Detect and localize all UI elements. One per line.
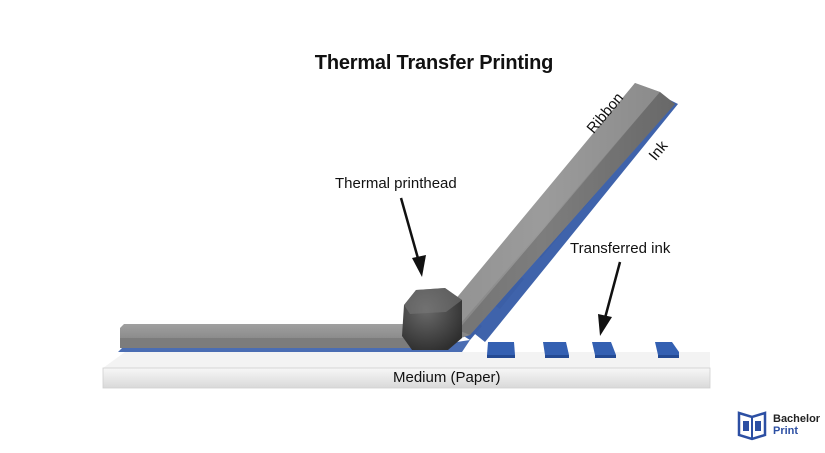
brand-line-1: Bachelor xyxy=(773,413,821,425)
thermal-printhead xyxy=(402,288,462,350)
transferred-ink-arrow xyxy=(598,261,622,336)
transferred-ink-block xyxy=(487,342,515,358)
ribbon-diagonal xyxy=(410,83,675,348)
transferred-ink-blocks xyxy=(487,342,679,358)
transferred-ink-block xyxy=(655,342,679,358)
label-medium-paper: Medium (Paper) xyxy=(393,369,501,386)
diagram-title: Thermal Transfer Printing xyxy=(314,52,554,74)
printhead-arrow xyxy=(399,197,426,277)
ribbon-horizontal xyxy=(120,324,412,348)
label-transferred-ink: Transferred ink xyxy=(570,240,671,257)
book-logo-icon xyxy=(737,411,767,441)
transferred-ink-block xyxy=(543,342,569,358)
transferred-ink-block xyxy=(592,342,616,358)
brand-line-2: Print xyxy=(773,425,799,437)
label-thermal-printhead: Thermal printhead xyxy=(335,175,457,192)
bachelorprint-logo: Bachelor Print xyxy=(737,409,820,441)
